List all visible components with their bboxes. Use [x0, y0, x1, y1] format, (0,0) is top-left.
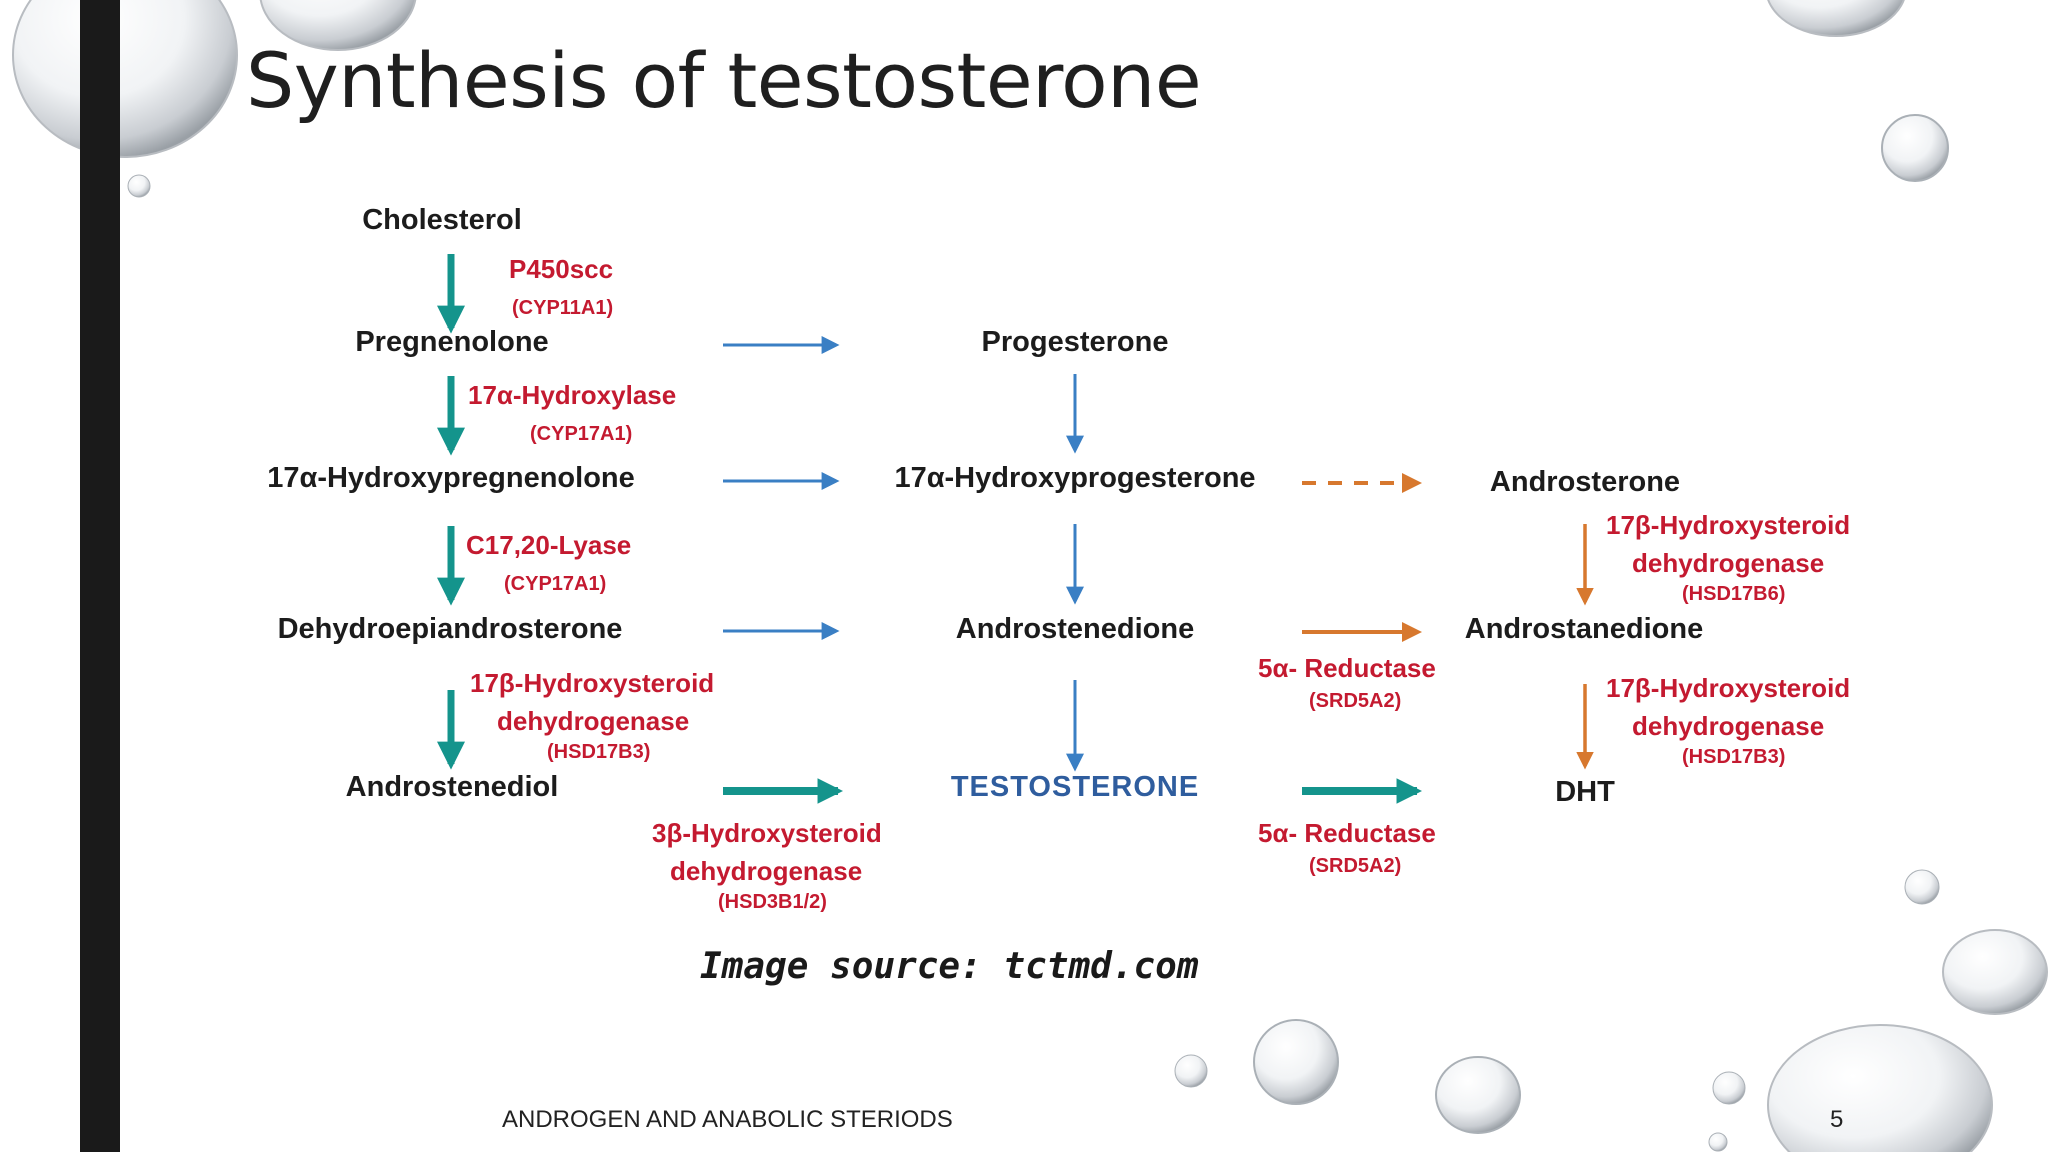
gene-hsd17b3-left: (HSD17B3) — [547, 741, 650, 763]
gene-hsd17b3-right: (HSD17B3) — [1682, 746, 1785, 768]
enzyme-p450scc: P450scc — [509, 254, 613, 284]
enzyme-17a-hydroxylase: 17α-Hydroxylase — [468, 380, 676, 410]
enzyme-5a-reductase-bottom: 5α- Reductase — [1258, 818, 1436, 848]
enzyme-17b-hsd-b6-line2: dehydrogenase — [1632, 548, 1824, 578]
slide-title: Synthesis of testosterone — [246, 36, 1202, 125]
compound-progesterone: Progesterone — [982, 326, 1169, 358]
gene-hsd17b6: (HSD17B6) — [1682, 583, 1785, 605]
gene-hsd3b1-2: (HSD3B1/2) — [718, 891, 827, 913]
compound-androstenedione: Androstenedione — [956, 613, 1194, 645]
enzyme-17b-hsd-b6-line1: 17β-Hydroxysteroid — [1606, 510, 1850, 540]
image-source-caption: Image source: tctmd.com — [700, 946, 1199, 987]
compound-cholesterol: Cholesterol — [362, 204, 522, 236]
compound-testosterone: TESTOSTERONE — [951, 771, 1199, 803]
compound-17a-hydroxyprogesterone: 17α-Hydroxyprogesterone — [894, 462, 1255, 494]
compound-androstanedione: Androstanedione — [1465, 613, 1703, 645]
compound-pregnenolone: Pregnenolone — [355, 326, 548, 358]
compound-androsterone: Androsterone — [1490, 466, 1680, 498]
compound-androstenediol: Androstenediol — [346, 771, 559, 803]
compound-17a-hydroxypregnenolone: 17α-Hydroxypregnenolone — [267, 462, 635, 494]
gene-cyp17a1-lyase: (CYP17A1) — [504, 573, 606, 595]
enzyme-3b-hsd-line1: 3β-Hydroxysteroid — [652, 818, 882, 848]
gene-srd5a2-bottom: (SRD5A2) — [1309, 855, 1401, 877]
compound-dehydroepiandrosterone: Dehydroepiandrosterone — [278, 613, 623, 645]
enzyme-17b-hsd-b3-right-line2: dehydrogenase — [1632, 711, 1824, 741]
slide-footer: ANDROGEN AND ANABOLIC STERIODS — [502, 1106, 953, 1133]
compound-dht: DHT — [1555, 776, 1615, 808]
enzyme-3b-hsd-line2: dehydrogenase — [670, 856, 862, 886]
enzyme-17b-hsd-left-line1: 17β-Hydroxysteroid — [470, 668, 714, 698]
gene-srd5a2-top: (SRD5A2) — [1309, 690, 1401, 712]
page-number: 5 — [1830, 1106, 1844, 1133]
enzyme-17b-hsd-left-line2: dehydrogenase — [497, 706, 689, 736]
gene-cyp17a1-hydroxylase: (CYP17A1) — [530, 423, 632, 445]
gene-cyp11a1: (CYP11A1) — [512, 297, 613, 319]
enzyme-5a-reductase-top: 5α- Reductase — [1258, 653, 1436, 683]
left-accent-bar — [80, 0, 120, 1152]
enzyme-c17-20-lyase: C17,20-Lyase — [466, 530, 631, 560]
enzyme-17b-hsd-b3-right-line1: 17β-Hydroxysteroid — [1606, 673, 1850, 703]
